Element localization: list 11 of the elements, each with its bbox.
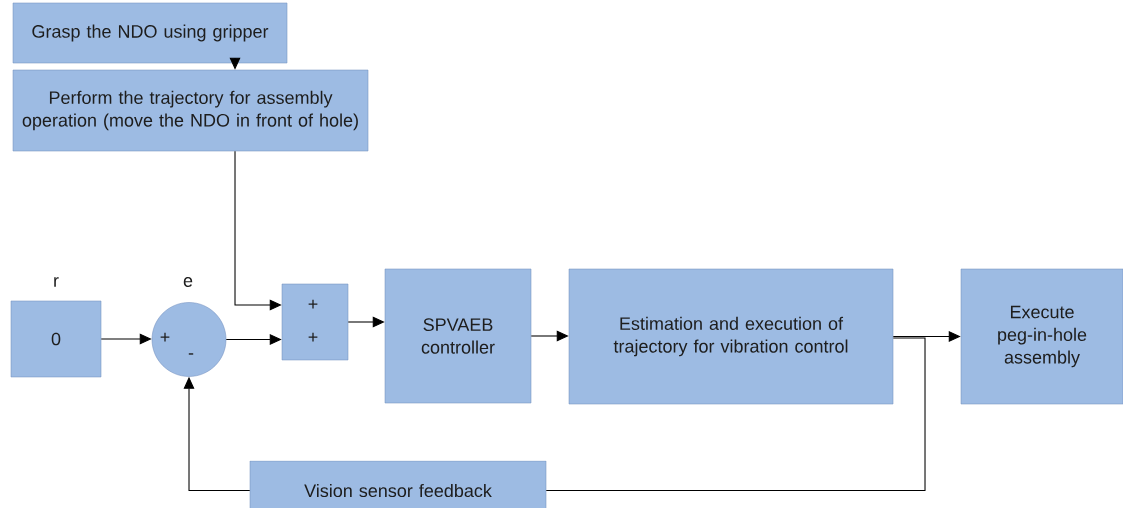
process-box: Vision sensor feedback bbox=[249, 460, 547, 508]
process-box: Grasp the NDO using gripper bbox=[12, 2, 288, 64]
process-box: 0 bbox=[10, 300, 102, 378]
process-box: Execute peg-in-hole assembly bbox=[960, 268, 1123, 405]
process-box: Perform the trajectory for assembly operation (move the NDO in front of hole) bbox=[12, 69, 369, 152]
process-box: SPVAEB controller bbox=[384, 268, 532, 404]
signal-label: r bbox=[54, 277, 59, 287]
summing-junction: + - bbox=[151, 302, 227, 377]
summing-block: + + bbox=[281, 283, 349, 361]
signal-label: e bbox=[183, 277, 193, 287]
process-box: Estimation and execution of trajectory for vibration control bbox=[568, 268, 894, 405]
